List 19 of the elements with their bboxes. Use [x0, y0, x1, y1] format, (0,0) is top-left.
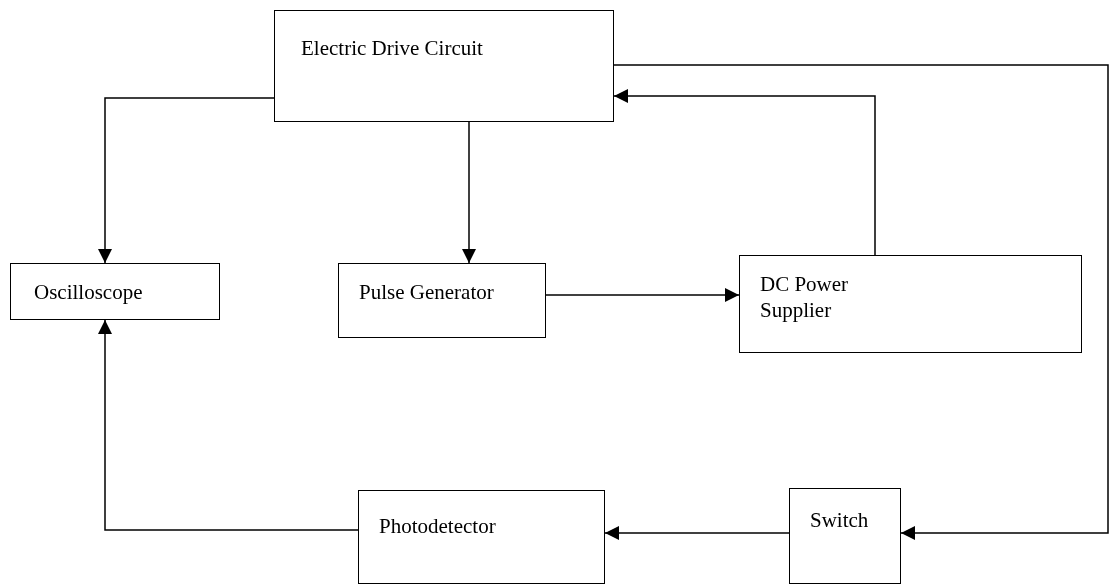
- process-box: [739, 255, 1082, 353]
- box-label: Switch: [810, 507, 869, 534]
- process-box: [338, 263, 546, 338]
- arrow: [613, 89, 876, 256]
- arrow: [462, 121, 476, 264]
- box-label: Pulse Generator: [359, 279, 494, 306]
- arrow: [604, 526, 790, 540]
- process-box: [10, 263, 220, 320]
- process-box: [274, 10, 614, 122]
- process-box: [789, 488, 901, 584]
- box-label: Electric Drive Circuit: [301, 35, 483, 62]
- box-label: Oscilloscope: [34, 279, 143, 306]
- arrow: [613, 64, 1109, 540]
- process-box: [358, 490, 605, 584]
- arrow: [98, 319, 359, 531]
- box-label: Photodetector: [379, 513, 496, 540]
- arrow: [545, 288, 740, 302]
- arrow: [98, 97, 275, 264]
- box-label: DC Power Supplier: [760, 271, 850, 324]
